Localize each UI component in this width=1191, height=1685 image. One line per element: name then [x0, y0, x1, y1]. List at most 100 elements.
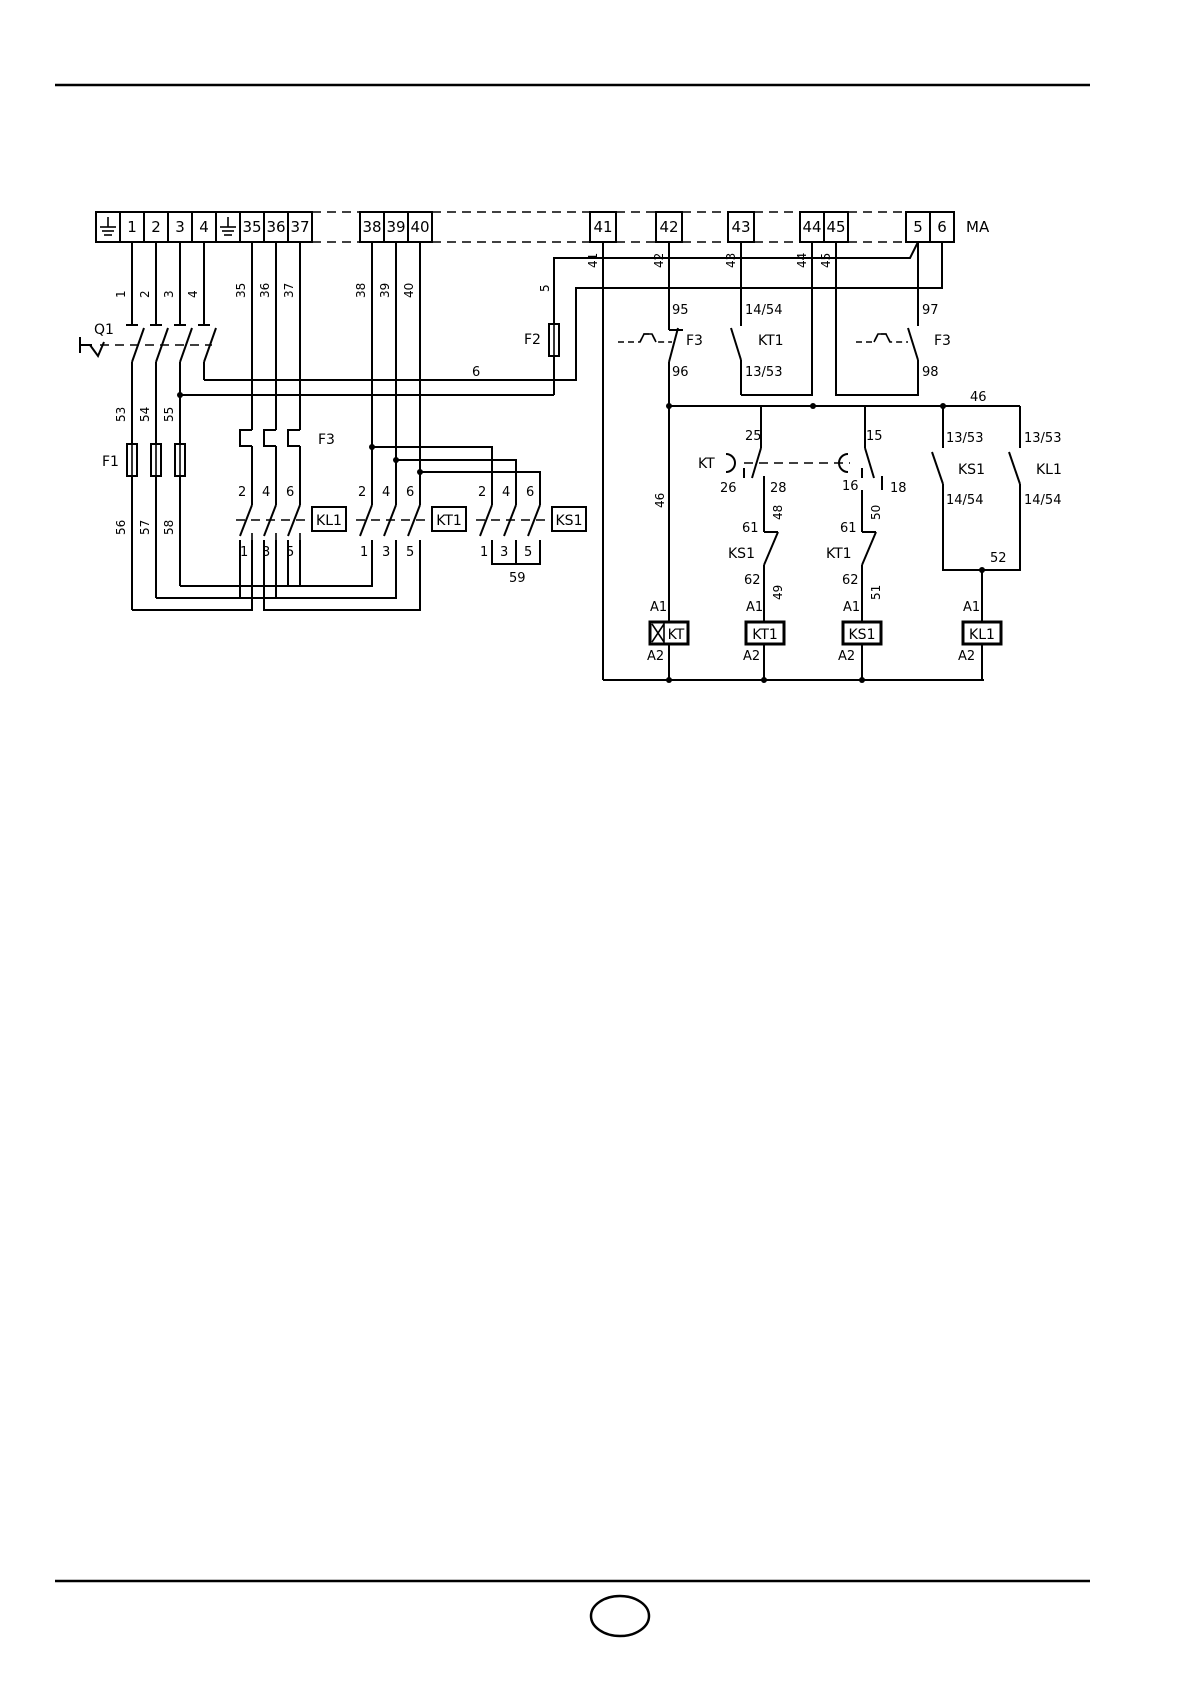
ground-icon [220, 217, 236, 236]
f1-fuses: F1 [102, 443, 186, 477]
kt1-no-label: KT1 [758, 333, 784, 349]
kt-timer-contacts: 25 15 KT 26 28 16 18 [698, 420, 907, 496]
f3-nc-contact: 95 F3 96 [618, 303, 703, 380]
svg-text:6: 6 [286, 485, 294, 500]
svg-text:97: 97 [922, 303, 939, 318]
svg-text:26: 26 [720, 481, 737, 496]
terminal-label: 40 [410, 218, 429, 236]
terminal-label: 43 [731, 218, 750, 236]
coil-ks1-label: KS1 [849, 627, 876, 643]
wire-label: 46 [653, 493, 667, 508]
terminal-label: 42 [659, 218, 678, 236]
terminal-label: 36 [266, 218, 285, 236]
svg-text:5: 5 [286, 545, 294, 560]
svg-text:13/53: 13/53 [745, 365, 782, 380]
svg-text:3: 3 [382, 545, 390, 560]
terminal-label: 35 [242, 218, 261, 236]
kt-timer-label: KT [698, 456, 715, 472]
kt1-label: KT1 [436, 513, 462, 529]
svg-text:95: 95 [672, 303, 689, 318]
svg-text:28: 28 [770, 481, 787, 496]
page-number-badge [589, 1594, 651, 1638]
f2-label: F2 [524, 332, 541, 348]
terminal-label: 41 [593, 218, 612, 236]
svg-text:13/53: 13/53 [1024, 431, 1061, 446]
wire-label: 55 [162, 407, 176, 422]
svg-text:62: 62 [744, 573, 761, 588]
svg-text:2: 2 [358, 485, 366, 500]
wire-label: 3 [162, 290, 176, 298]
terminal-label: 37 [290, 218, 309, 236]
power-circuit: 1 2 3 4 Q1 6 [79, 241, 943, 611]
svg-text:14/54: 14/54 [946, 493, 983, 508]
svg-text:16: 16 [842, 479, 859, 494]
wire-label: 50 [869, 505, 883, 520]
terminal-label: 39 [386, 218, 405, 236]
wire-label: 52 [990, 551, 1007, 566]
terminal-label: 3 [175, 218, 185, 236]
f3-no-contact: 97 F3 98 [856, 242, 951, 380]
terminal-label: 44 [802, 218, 821, 236]
ks1-nc-label: KS1 [728, 546, 755, 562]
svg-text:2: 2 [478, 485, 486, 500]
svg-text:4: 4 [382, 485, 390, 500]
wire-label: 2 [138, 290, 152, 298]
svg-text:1: 1 [480, 545, 488, 560]
svg-text:4: 4 [262, 485, 270, 500]
ks1-contactor: 2 4 6 KS1 1 3 5 59 [476, 485, 587, 586]
svg-text:6: 6 [526, 485, 534, 500]
coil-kl1: A1 KL1 A2 [958, 600, 1003, 664]
terminal-strip: 1 2 3 4 35 36 37 38 39 40 41 42 43 44 45… [95, 211, 990, 243]
terminal-strip-label: MA [966, 218, 990, 236]
svg-text:61: 61 [742, 521, 759, 536]
wire-label: 49 [771, 585, 785, 600]
wire-label: 36 [258, 283, 272, 298]
wire-label: 57 [138, 520, 152, 535]
ks1-no-label: KS1 [958, 462, 985, 478]
svg-text:A2: A2 [958, 649, 975, 664]
wire-label: 46 [970, 390, 987, 405]
wire-label: 59 [509, 571, 526, 586]
terminal-label: 1 [127, 218, 137, 236]
ks1-label: KS1 [556, 513, 583, 529]
svg-text:14/54: 14/54 [1024, 493, 1061, 508]
ks1-nc-contact: 61 KS1 62 [728, 521, 779, 588]
svg-text:61: 61 [840, 521, 857, 536]
wire-label: 6 [472, 365, 480, 380]
svg-text:A2: A2 [743, 649, 760, 664]
svg-text:98: 98 [922, 365, 939, 380]
coil-kt1-label: KT1 [752, 627, 778, 643]
f3-power-label: F3 [318, 432, 335, 448]
svg-text:A2: A2 [647, 649, 664, 664]
svg-text:62: 62 [842, 573, 859, 588]
svg-text:2: 2 [238, 485, 246, 500]
wire-label: 56 [114, 520, 128, 535]
svg-text:A1: A1 [843, 600, 860, 615]
wire-label: 5 [538, 284, 552, 292]
ground-icon [100, 217, 116, 236]
kt1-contactor: 2 4 6 KT1 1 3 5 [356, 485, 467, 560]
svg-text:15: 15 [866, 429, 883, 444]
wire-label: 53 [114, 407, 128, 422]
wire-label: 35 [234, 283, 248, 298]
terminal-label: 2 [151, 218, 161, 236]
terminal-label: 38 [362, 218, 381, 236]
terminal-label: 4 [199, 218, 209, 236]
svg-text:3: 3 [500, 545, 508, 560]
kt1-nc-label: KT1 [826, 546, 852, 562]
q1-switch: Q1 [79, 318, 217, 363]
svg-text:5: 5 [524, 545, 532, 560]
svg-text:A1: A1 [650, 600, 667, 615]
wire-label: 37 [282, 283, 296, 298]
wire-label: 38 [354, 283, 368, 298]
kl1-contactor: 2 4 6 KL1 1 3 5 [236, 485, 347, 560]
control-circuit: 41 42 95 F3 96 46 46 43 14/54 KT [586, 242, 1062, 683]
f1-label: F1 [102, 454, 119, 470]
svg-text:96: 96 [672, 365, 689, 380]
kl1-no-label: KL1 [1036, 462, 1062, 478]
svg-text:25: 25 [745, 429, 762, 444]
svg-text:14/54: 14/54 [745, 303, 782, 318]
wire-label: 45 [819, 253, 833, 268]
coil-ks1: A1 KS1 A2 [838, 600, 883, 664]
